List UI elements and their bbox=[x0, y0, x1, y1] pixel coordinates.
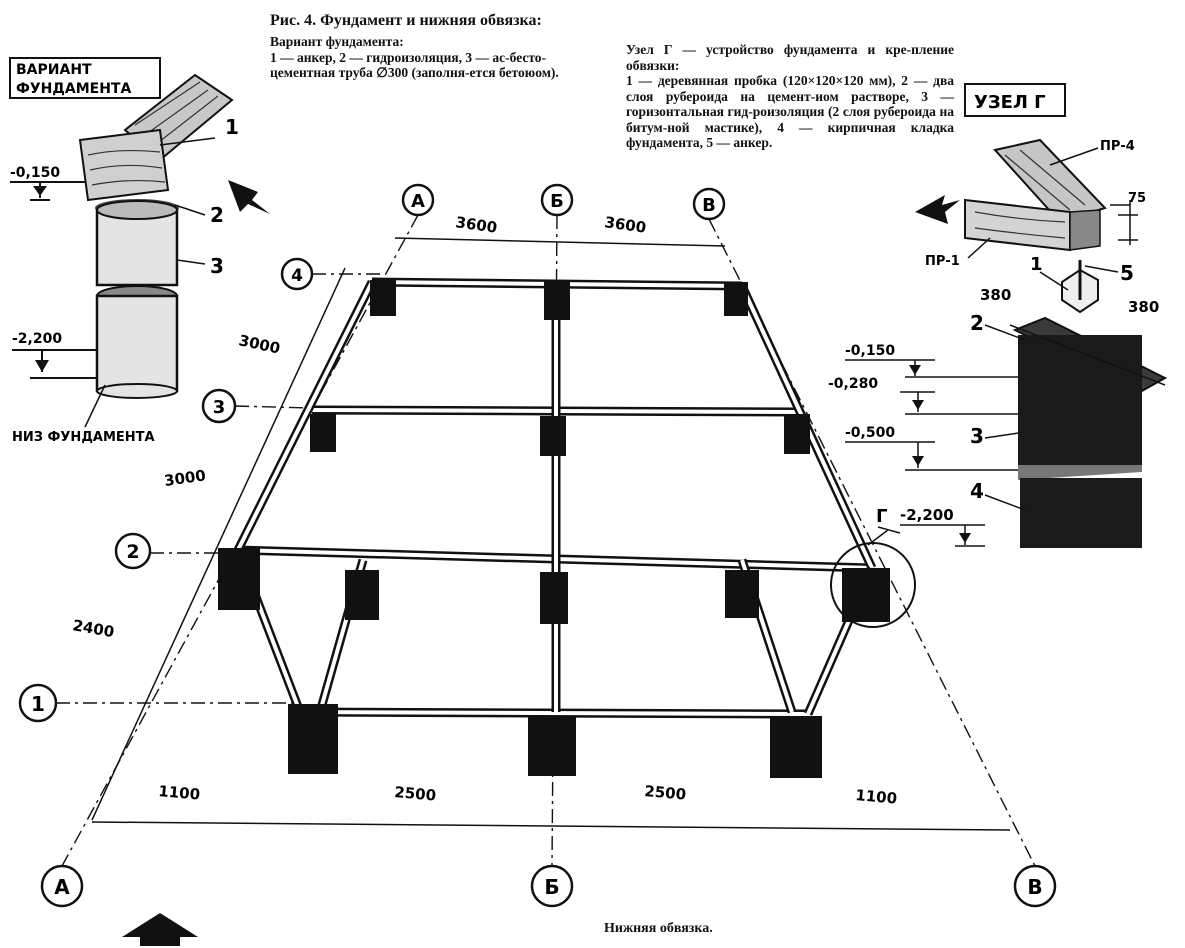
axis-row-4-label: 4 bbox=[291, 266, 303, 286]
node-detail: УЗЕЛ Г ПР-4 ПР-1 75 1 5 380 380 bbox=[828, 83, 1168, 548]
node-callout-1: 1 bbox=[1030, 254, 1043, 275]
node-level-bottom: -2,200 bbox=[900, 506, 954, 524]
foundation-post-6 bbox=[784, 414, 810, 454]
variant-callout-2: 2 bbox=[210, 203, 224, 227]
dim-bottom-1: 1100 bbox=[158, 782, 201, 804]
node-beam-top bbox=[993, 138, 1107, 224]
variant-label-line1: ВАРИАНТ bbox=[16, 62, 92, 78]
foundation-post-10 bbox=[288, 704, 338, 774]
figure-title: Рис. 4. Фундамент и нижняя обвязка: bbox=[270, 12, 542, 29]
dimension-labels: 3600 3600 3000 3000 2400 1100 2500 2500 … bbox=[71, 213, 898, 807]
variant-caption-text: 1 — анкер, 2 — гидроизоляция, 3 — ас-бес… bbox=[270, 49, 559, 81]
node-caption-text: 1 — деревянная пробка (120×120×120 мм), … bbox=[626, 73, 954, 151]
bottom-caption: Нижняя обвязка. bbox=[604, 921, 713, 936]
foundation-post-5 bbox=[540, 416, 566, 456]
dim-bottom-3: 2500 bbox=[644, 782, 687, 804]
axis-top-b-label: Б bbox=[550, 191, 564, 212]
node-level-500: -0,500 bbox=[845, 425, 895, 441]
foundation-post-11 bbox=[528, 716, 576, 776]
axis-line-row3 bbox=[234, 405, 311, 409]
node-level-280: -0,280 bbox=[828, 376, 878, 392]
node-label: УЗЕЛ Г bbox=[974, 92, 1046, 113]
axis-row-1 bbox=[18, 683, 58, 723]
north-arrow-icon bbox=[122, 913, 198, 946]
asbestos-pipe-lower bbox=[95, 294, 179, 393]
foundation-post-13 bbox=[345, 570, 379, 620]
foundation-post-14 bbox=[725, 570, 759, 618]
node-view-arrow-icon bbox=[915, 195, 960, 224]
node-marker: Г bbox=[830, 506, 916, 628]
brick-masonry-lower bbox=[1020, 478, 1142, 548]
dim-line-side bbox=[91, 267, 346, 821]
node-callout-2: 2 bbox=[970, 311, 984, 335]
axis-top-v-label: В bbox=[702, 195, 716, 216]
view-direction-arrow-icon bbox=[228, 180, 270, 214]
node-beam-side-label: ПР-1 bbox=[925, 254, 960, 269]
axis-top-b bbox=[540, 183, 574, 217]
axis-row-4 bbox=[280, 257, 314, 291]
variant-base-label: НИЗ ФУНДАМЕНТА bbox=[12, 430, 155, 445]
axis-bottom-b bbox=[530, 864, 574, 908]
variant-detail: ВАРИАНТ ФУНДАМЕНТА -0,150 -2,200 bbox=[9, 57, 270, 445]
node-callout-5: 5 bbox=[1120, 261, 1134, 285]
dim-top-1: 3600 bbox=[454, 213, 498, 237]
brick-masonry-upper bbox=[1018, 335, 1142, 465]
axis-row-2-label: 2 bbox=[126, 541, 139, 563]
foundation-post-7 bbox=[218, 548, 260, 610]
node-beam-top-label: ПР-4 bbox=[1100, 139, 1135, 154]
variant-label-line2: ФУНДАМЕНТА bbox=[16, 81, 131, 97]
dim-bottom-4: 1100 bbox=[855, 786, 898, 808]
node-dim-75: 75 bbox=[1128, 191, 1146, 206]
foundation-post-1 bbox=[370, 280, 396, 316]
foundation-post-9 bbox=[842, 568, 890, 622]
axis-bottom-a-label: А bbox=[54, 875, 70, 899]
node-callout-3: 3 bbox=[970, 424, 984, 448]
axis-bottom-b-label: Б bbox=[544, 875, 559, 899]
axis-row-3 bbox=[201, 388, 237, 424]
foundation-post-3 bbox=[724, 282, 748, 316]
dim-line-bottom bbox=[91, 821, 1011, 831]
axis-bottom-v-label: В bbox=[1027, 875, 1042, 899]
axis-bottom-a bbox=[40, 864, 84, 908]
variant-label-box bbox=[9, 57, 161, 99]
asbestos-pipe-upper bbox=[95, 208, 179, 287]
horizontal-waterproofing bbox=[1018, 465, 1142, 480]
foundation-post-4 bbox=[310, 414, 336, 452]
variant-callout-1: 1 bbox=[225, 115, 239, 139]
node-level-150: -0,150 bbox=[845, 343, 895, 359]
variant-callout-3: 3 bbox=[210, 254, 224, 278]
dim-side-3: 2400 bbox=[71, 616, 115, 641]
foundation-post-2 bbox=[544, 280, 570, 320]
axis-row-2 bbox=[114, 532, 152, 570]
dim-side-1: 3000 bbox=[237, 331, 282, 357]
axis-top-a-label: А bbox=[411, 191, 425, 212]
foundation-post-8 bbox=[540, 572, 568, 624]
node-callout-4: 4 bbox=[970, 479, 984, 503]
dim-top-2: 3600 bbox=[603, 213, 647, 237]
node-caption-heading: Узел Г — устройство фундамента и кре-пле… bbox=[626, 42, 954, 73]
dim-side-2: 3000 bbox=[163, 466, 207, 490]
node-dim-380-right: 380 bbox=[1128, 298, 1159, 316]
dim-bottom-2: 2500 bbox=[394, 783, 437, 805]
foundation-post-12 bbox=[770, 716, 822, 778]
node-caption: Узел Г — устройство фундамента и кре-пле… bbox=[626, 42, 954, 151]
axis-top-a bbox=[401, 183, 435, 217]
axis-row-3-label: 3 bbox=[213, 397, 226, 418]
axis-top-v bbox=[692, 187, 726, 221]
variant-caption-heading: Вариант фундамента: bbox=[270, 34, 404, 49]
node-marker-label: Г bbox=[876, 506, 887, 527]
variant-level-top: -0,150 bbox=[10, 165, 60, 181]
axis-bottom-v bbox=[1013, 864, 1057, 908]
variant-caption: Вариант фундамента: 1 — анкер, 2 — гидро… bbox=[270, 34, 600, 81]
dim-line-top bbox=[394, 237, 726, 247]
node-marker-circle bbox=[830, 542, 916, 628]
variant-level-bottom: -2,200 bbox=[12, 331, 62, 347]
node-label-box bbox=[964, 83, 1066, 117]
axis-row-1-label: 1 bbox=[31, 692, 45, 716]
plan-frame bbox=[56, 214, 1036, 867]
axis-bubbles: А Б В А Б В 1 2 3 4 bbox=[18, 183, 1057, 908]
node-dim-380-left: 380 bbox=[980, 286, 1011, 304]
